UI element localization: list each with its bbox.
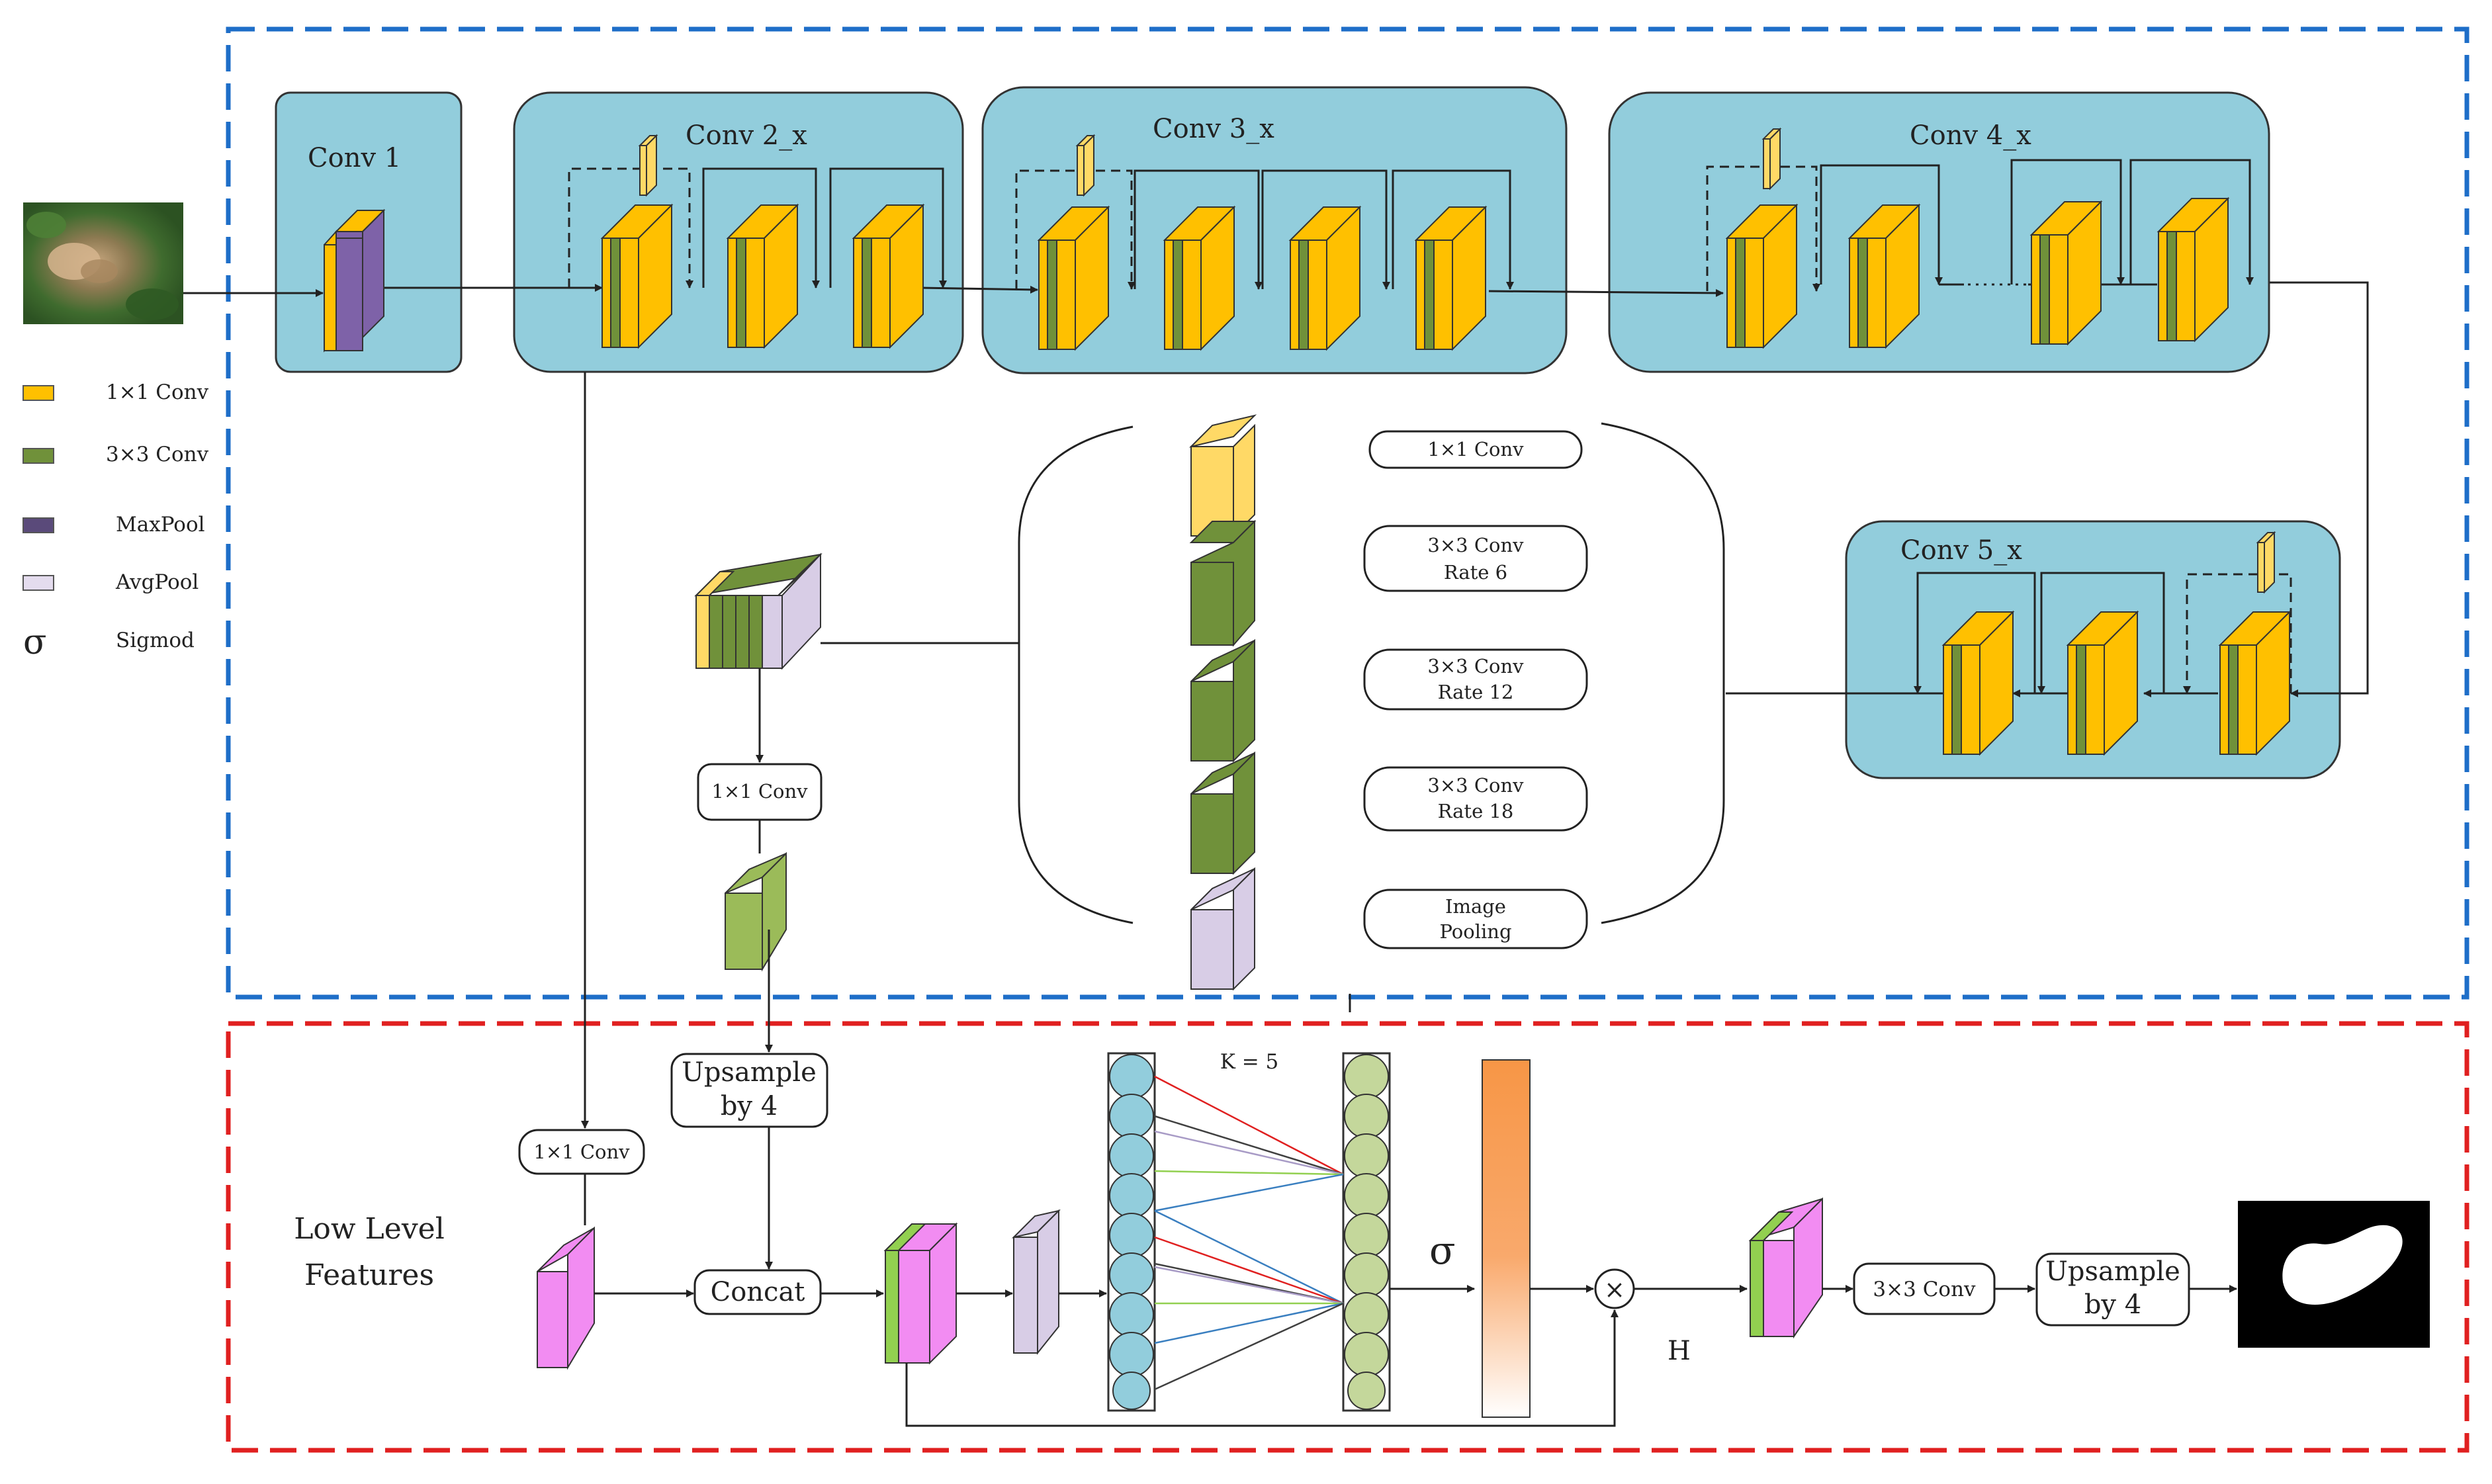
conv5-stage-label: Conv 5_x [1900, 535, 2022, 566]
conv-block [2029, 200, 2103, 346]
conv-block [1288, 205, 1362, 351]
low-level-conv-box [518, 1129, 645, 1175]
upsample2-label-line2: by 4 [2084, 1289, 2141, 1320]
final-conv-label: 3×3 Conv [1873, 1278, 1976, 1301]
residual-path-to-multiply [905, 1309, 1619, 1427]
decoder-region-border [226, 1021, 2470, 1453]
conv-block [2218, 610, 2292, 756]
attention-weight-bar [1482, 1059, 1531, 1418]
low-level-conv-label: 1×1 Conv [533, 1141, 630, 1163]
aspp-label-box-rate6 [1363, 525, 1588, 592]
conv-block [1725, 203, 1799, 349]
aspp-right-brace [1601, 422, 1725, 924]
conv-block [852, 203, 925, 349]
conv-block [600, 203, 674, 349]
legend-label-maxpool: MaxPool [116, 513, 205, 537]
aspp-label-box-rate12 [1363, 648, 1588, 711]
conv-block [2066, 610, 2139, 756]
aspp-branch-block-rate18 [1190, 751, 1255, 875]
aspp-label-box-pooling [1363, 889, 1588, 949]
output-neuron-column [1342, 1052, 1391, 1412]
concat-label: Concat [711, 1277, 805, 1307]
low-level-features-label-line2: Features [304, 1258, 434, 1292]
conv-block [1847, 203, 1921, 349]
encoder-region-border [226, 26, 2470, 1000]
refined-feature-block [1748, 1197, 1823, 1339]
h-label: H [1668, 1336, 1691, 1366]
legend-swatch-avgpool [22, 575, 54, 591]
merged-feature-block [883, 1222, 958, 1365]
conv1-stage-label: Conv 1 [308, 143, 401, 173]
legend-swatch-maxpool [22, 517, 54, 533]
aspp-post-conv-label: 1×1 Conv [711, 780, 808, 803]
aspp-label-rate6-line1: 3×3 Conv [1427, 534, 1524, 556]
aspp-branch-block-rate12 [1190, 638, 1255, 763]
encoder-flow-lines [183, 159, 2369, 697]
concat-box [693, 1269, 822, 1315]
upsample2-label-line1: Upsample [2045, 1256, 2180, 1287]
output-segmentation-mask [2238, 1201, 2430, 1348]
input-neuron-column [1107, 1052, 1156, 1412]
conv4-stage-label: Conv 4_x [1910, 120, 2031, 151]
conv-block [2157, 196, 2230, 343]
legend-swatch-1x1 [22, 385, 54, 401]
upsample1-box [670, 1053, 828, 1128]
eca-avgpool-block [1011, 1209, 1061, 1355]
aspp-label-rate6-line2: Rate 6 [1444, 561, 1507, 584]
conv2-stage-label: Conv 2_x [686, 120, 807, 151]
aspp-branch-block-pooling [1190, 867, 1255, 991]
legend-label-avgpool: AvgPool [115, 570, 199, 594]
aspp-branch-block-1x1 [1188, 414, 1257, 538]
input-satellite-image [23, 202, 183, 324]
low-level-features-label-line1: Low Level [294, 1212, 445, 1246]
shortcut-block [1761, 127, 1782, 191]
shortcut-block [1075, 134, 1096, 197]
eca-connections [1154, 1075, 1344, 1391]
conv1-blocks [324, 208, 386, 353]
aspp-label-pooling-line2: Pooling [1439, 920, 1511, 943]
aspp-label-rate12-line2: Rate 12 [1438, 681, 1514, 703]
aspp-label-box-rate18 [1363, 766, 1588, 832]
aspp-label-rate18-line1: 3×3 Conv [1427, 774, 1524, 797]
conv-block [1941, 610, 2015, 756]
low-level-feature-block [537, 1226, 595, 1370]
k-size-label: K = 5 [1220, 1050, 1279, 1074]
conv-block [1414, 205, 1488, 351]
aspp-concat-stack [694, 552, 823, 670]
aspp-label-1x1: 1×1 Conv [1427, 438, 1524, 460]
legend-sigma-symbol: σ [23, 623, 47, 662]
aspp-reduced-feature-block [725, 851, 787, 972]
shortcut-block [638, 134, 658, 197]
sigma-symbol: σ [1429, 1228, 1456, 1273]
legend-label-3x3: 3×3 Conv [106, 443, 209, 466]
aspp-left-brace [1018, 425, 1134, 924]
aspp-label-rate12-line1: 3×3 Conv [1427, 655, 1524, 677]
aspp-label-pooling-line1: Image [1445, 895, 1506, 918]
upsample1-label-line1: Upsample [682, 1057, 817, 1088]
conv3-stage-label: Conv 3_x [1153, 114, 1274, 144]
aspp-label-box-1x1 [1368, 430, 1583, 469]
multiply-node [1594, 1268, 1635, 1309]
multiply-symbol: × [1604, 1275, 1625, 1304]
legend: 1×1 Conv 3×3 Conv MaxPool AvgPool σ Sigm… [22, 380, 209, 662]
conv-block [726, 203, 799, 349]
conv-block [1037, 205, 1110, 351]
legend-swatch-3x3 [22, 448, 54, 464]
upsample1-label-line2: by 4 [721, 1091, 778, 1121]
conv-block [1163, 205, 1236, 351]
legend-label-sigmod: Sigmod [116, 629, 195, 652]
dashed-shortcuts [568, 165, 2292, 694]
legend-label-1x1: 1×1 Conv [106, 380, 209, 404]
output-neurons [1344, 1054, 1389, 1410]
shortcut-block [2256, 531, 2276, 594]
aspp-branch-block-rate6 [1189, 519, 1257, 647]
input-neurons [1109, 1054, 1154, 1410]
aspp-label-rate18-line2: Rate 18 [1438, 800, 1514, 822]
